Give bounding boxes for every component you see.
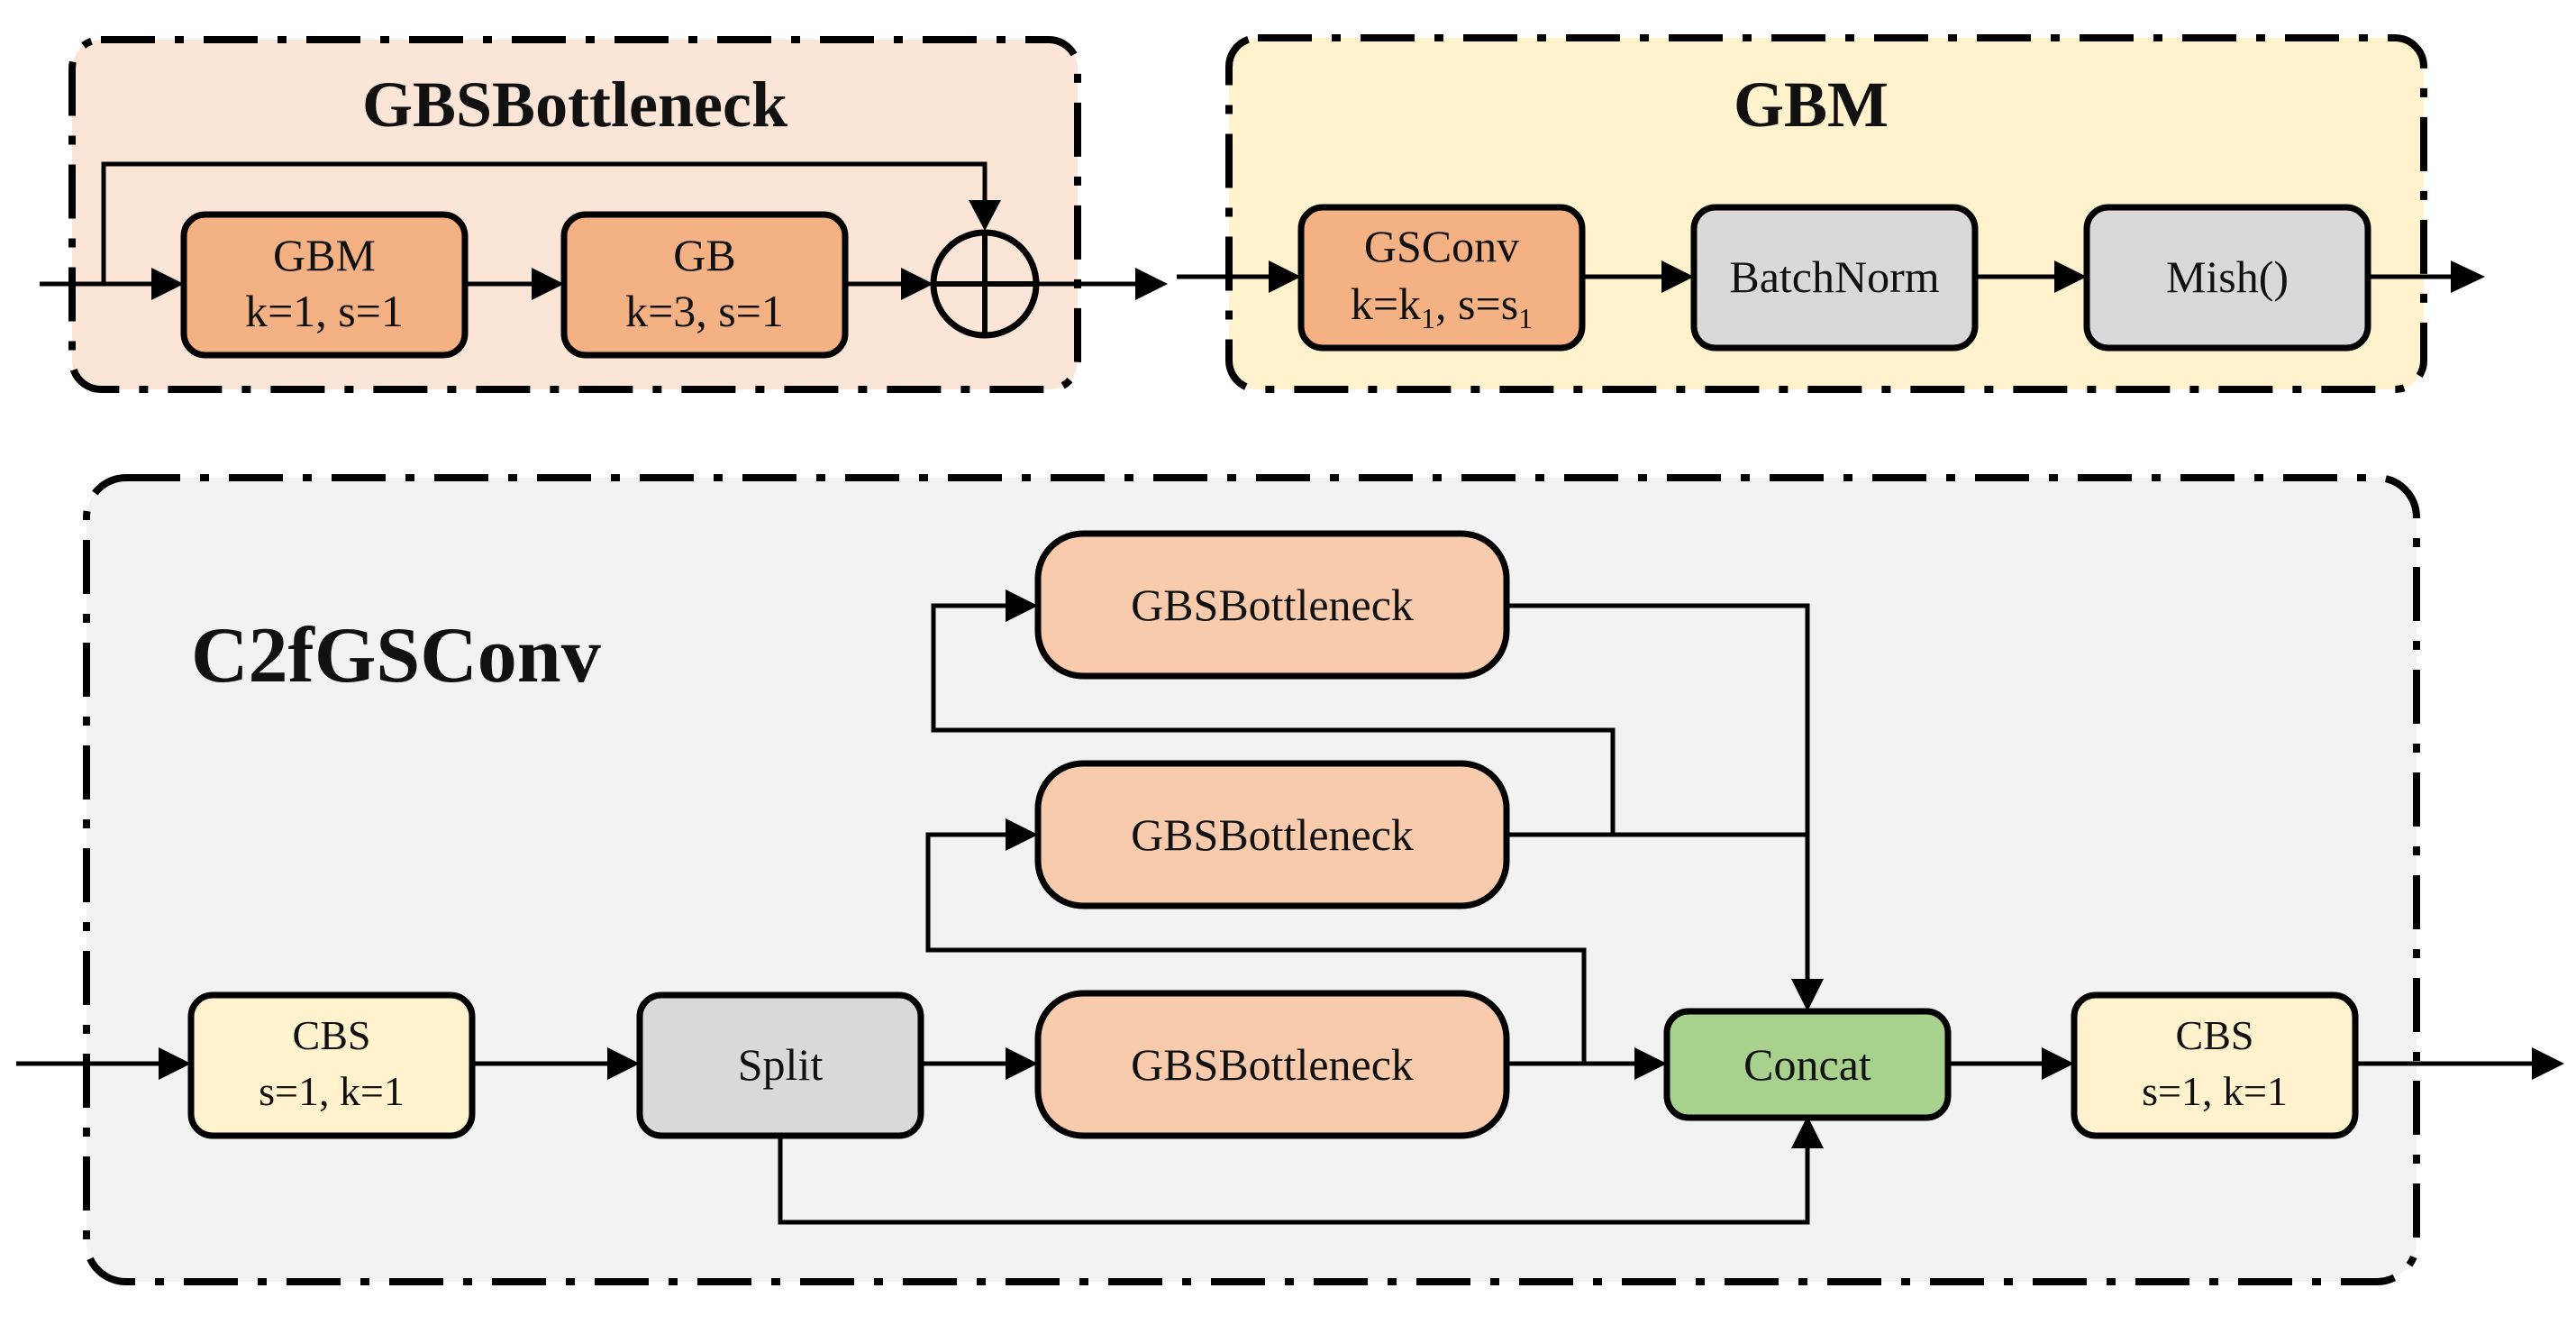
top-bottleneck-to-concat-line [1506, 603, 1810, 979]
middle-to-top-loop-line [931, 603, 1616, 835]
gsconv-params: k=k1, s=s1 [1351, 279, 1533, 334]
gbsbottleneck-top-block: GBSBottleneck [1034, 530, 1510, 680]
mish-block: Mish() [2083, 204, 2371, 352]
gsconv-s-sub: 1 [1518, 302, 1533, 334]
gbsbottleneck-bottom-block: GBSBottleneck [1034, 990, 1510, 1139]
cbs-to-split-arrowhead [607, 1047, 640, 1080]
gbsbottleneck-top-name: GBSBottleneck [1131, 580, 1414, 630]
bottom-to-middle-loop-line [925, 832, 1587, 1064]
cbs-input-block: CBS s=1, k=1 [187, 991, 476, 1139]
skip-connection-line [101, 161, 988, 284]
split-block: Split [636, 991, 924, 1139]
cbs-output-params: s=1, k=1 [2142, 1068, 2288, 1114]
gsconv-k: k=k [1351, 279, 1421, 329]
batchnorm-name: BatchNorm [1729, 251, 1939, 302]
gbm-input-arrowhead [1269, 260, 1301, 293]
c2f-input-arrowhead [159, 1047, 191, 1080]
bottom-to-middle-loop-arrowhead [1006, 818, 1038, 851]
gbsb-output-arrowhead [1135, 268, 1168, 300]
middle-to-top-loop-arrowhead [1006, 589, 1038, 622]
gsconv-k-sub: 1 [1421, 302, 1435, 334]
c2f-output-arrowhead [2532, 1047, 2564, 1080]
gsconv-s: , s=s [1435, 279, 1518, 329]
split-bypass-line [778, 1136, 1810, 1225]
gbm-to-gb-arrowhead [532, 268, 564, 300]
split-bypass-arrowhead [1791, 1116, 1824, 1148]
gb-to-add-arrowhead [901, 268, 933, 300]
gsconv-block: GSConv k=k1, s=s1 [1297, 204, 1586, 352]
gbm-panel-title: GBM [1734, 69, 1889, 141]
split-name: Split [738, 1039, 824, 1090]
add-node-icon [930, 229, 1040, 339]
gbsb-input-arrowhead [151, 268, 184, 300]
split-to-bottleneck-arrowhead [1006, 1047, 1038, 1080]
gbsb-gbm-name: GBM [273, 230, 376, 280]
gbsbottleneck-middle-name: GBSBottleneck [1131, 809, 1414, 860]
gsconv-name: GSConv [1364, 221, 1519, 271]
bn-to-mish-arrowhead [2054, 260, 2087, 293]
gbsbottleneck-bottom-name: GBSBottleneck [1131, 1039, 1414, 1090]
gbsb-gb-name: GB [673, 230, 735, 280]
bottom-bottleneck-to-concat-arrowhead [1634, 1047, 1667, 1080]
top-bottleneck-to-concat-arrowhead [1791, 979, 1824, 1011]
concat-name: Concat [1743, 1039, 1871, 1090]
gbm-output-arrowhead [2451, 260, 2485, 293]
skip-connection-arrowhead [969, 200, 1001, 231]
gbsbottleneck-panel-title: GBSBottleneck [362, 69, 787, 141]
cbs-output-name: CBS [2176, 1012, 2254, 1058]
concat-block: Concat [1663, 1008, 1952, 1121]
gbsb-gb-params: k=3, s=1 [625, 286, 784, 336]
cbs-input-name: CBS [293, 1012, 371, 1058]
gsconv-to-bn-arrowhead [1661, 260, 1694, 293]
gbsb-gbm-block: GBM k=1, s=1 [180, 211, 469, 359]
gbsb-gbm-params: k=1, s=1 [245, 286, 404, 336]
mish-name: Mish() [2166, 251, 2289, 302]
c2fgsconv-panel-title: C2fGSConv [191, 612, 601, 699]
concat-to-cbs-arrowhead [2042, 1047, 2074, 1080]
gbsb-gb-block: GB k=3, s=1 [560, 211, 849, 359]
cbs-input-params: s=1, k=1 [259, 1068, 405, 1114]
gbsbottleneck-middle-block: GBSBottleneck [1034, 760, 1510, 909]
batchnorm-block: BatchNorm [1690, 204, 1979, 352]
cbs-output-block: CBS s=1, k=1 [2071, 991, 2359, 1139]
